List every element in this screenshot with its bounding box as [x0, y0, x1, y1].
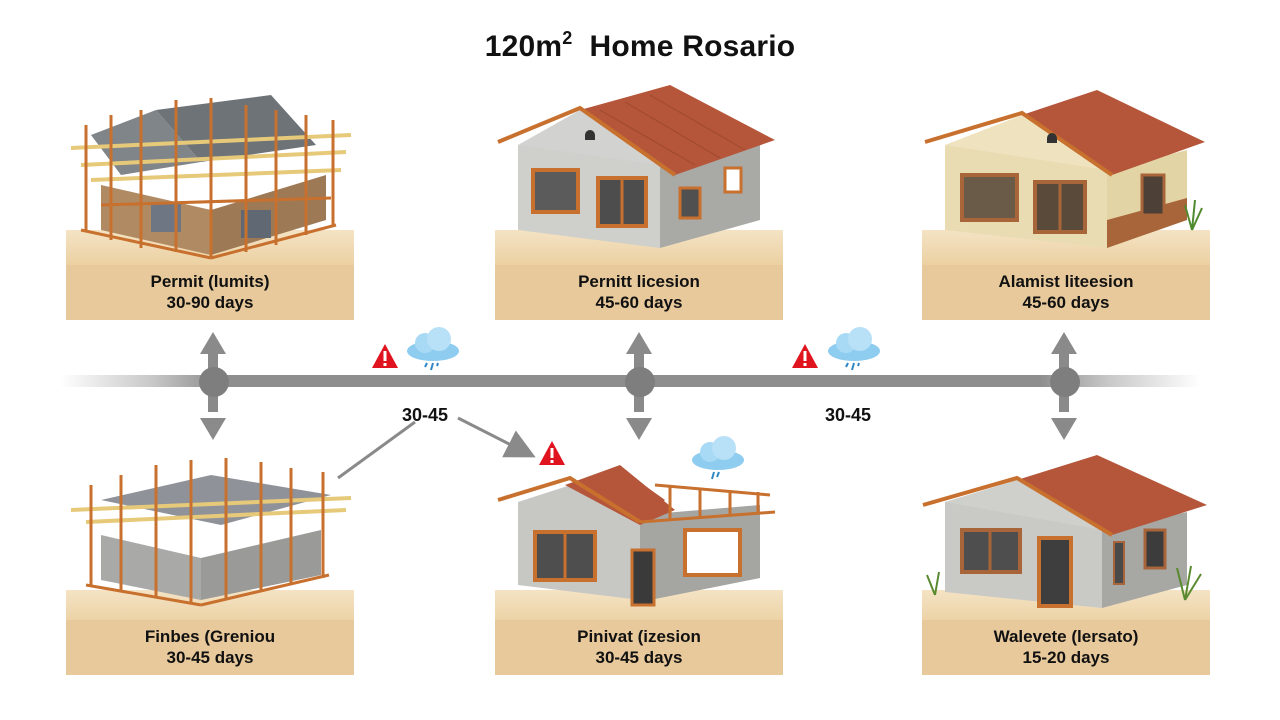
page-title: 120m2 Home Rosario [0, 28, 1280, 64]
arrow-down-icon [200, 418, 226, 440]
node-circle [625, 367, 655, 397]
stage-duration: 45-60 days [1022, 293, 1110, 312]
stage-card-bottom-right: Walevete (lersato) 15-20 days [917, 440, 1215, 680]
rain-cloud-icon [407, 327, 459, 371]
stage-duration: 30-90 days [166, 293, 254, 312]
stage-label: Pernitt licesion 45-60 days [495, 265, 783, 320]
warning-icon [372, 344, 398, 368]
node-circle [199, 367, 229, 397]
stage-card-top-left: Permit (lumits) 30-90 days [61, 80, 359, 320]
cream-house-illustration [924, 90, 1205, 248]
stage-name: Pinivat (izesion [577, 627, 701, 646]
warning-icon [539, 441, 565, 465]
stage-name: Permit (lumits) [150, 272, 270, 291]
stage-duration: 30-45 days [595, 648, 683, 667]
stage-duration: 15-20 days [1022, 648, 1110, 667]
stage-name: Walevete (lersato) [993, 627, 1139, 646]
finished-house-illustration [922, 455, 1207, 608]
stage-label: Walevete (lersato) 15-20 days [922, 620, 1210, 675]
arrow-up-icon [1051, 332, 1077, 354]
stage-label: Permit (lumits) 30-90 days [66, 265, 354, 320]
stage-card-top-right: Alamist liteesion 45-60 days [917, 80, 1215, 320]
arrow-up-icon [626, 332, 652, 354]
arrow-down-icon [626, 418, 652, 440]
node-circle [1050, 367, 1080, 397]
stage-duration: 30-45 days [166, 648, 254, 667]
rain-cloud-icon [828, 327, 880, 371]
stage-card-top-middle: Pernitt licesion 45-60 days [490, 80, 788, 320]
block-house-illustration [497, 85, 775, 248]
arrow-down-icon [1051, 418, 1077, 440]
stage-duration: 45-60 days [595, 293, 683, 312]
stage-label: Alamist liteesion 45-60 days [922, 265, 1210, 320]
block-walls-scaffold-illustration [70, 458, 352, 607]
stage-label: Pinivat (izesion 30-45 days [495, 620, 783, 675]
title-area: 120m [484, 30, 563, 63]
stage-name: Finbes (Greniou [144, 627, 276, 646]
warning-icon [792, 344, 818, 368]
segment-duration-2: 30-45 [825, 405, 872, 425]
partial-roof-house-illustration [497, 465, 776, 607]
segment-duration-1: 30-45 [402, 405, 449, 425]
title-superscript: 2 [562, 28, 573, 48]
stage-name: Alamist liteesion [998, 272, 1134, 291]
stage-name: Pernitt licesion [578, 272, 700, 291]
scaffold-frame-illustration [70, 95, 352, 260]
title-text: Home Rosario [589, 30, 796, 63]
stage-label: Finbes (Greniou 30-45 days [66, 620, 354, 675]
stage-card-bottom-left: Finbes (Greniou 30-45 days [61, 440, 359, 680]
stage-card-bottom-middle: Pinivat (izesion 30-45 days [490, 440, 788, 680]
arrow-up-icon [200, 332, 226, 354]
rain-cloud-icon [692, 436, 744, 480]
